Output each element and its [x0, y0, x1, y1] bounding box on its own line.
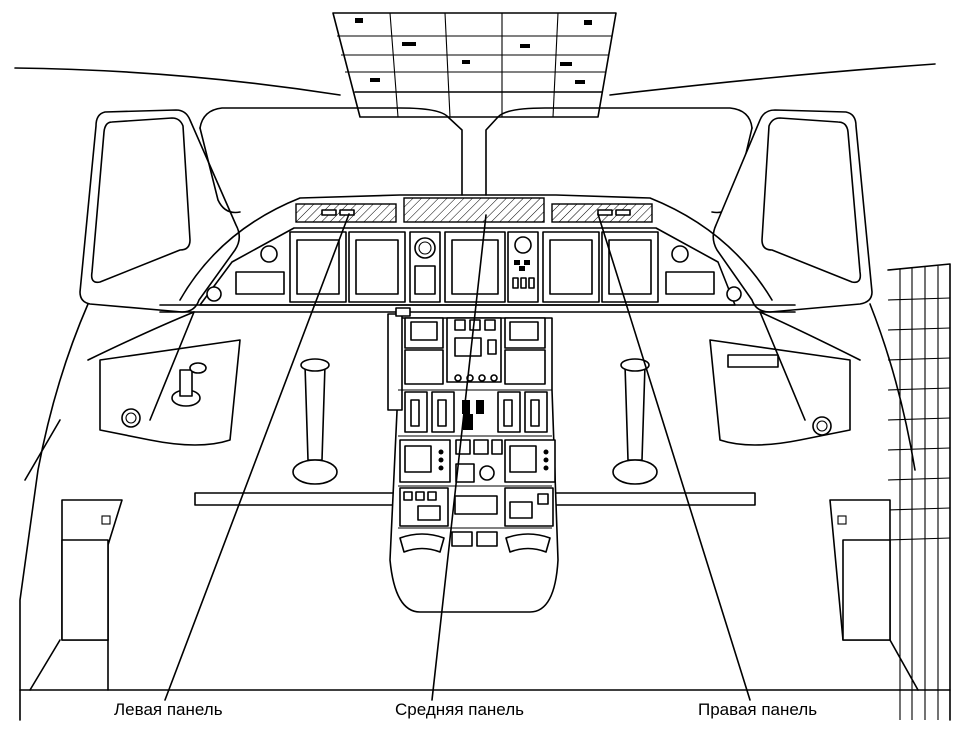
label-right-panel: Правая панель — [698, 700, 818, 719]
leader-line-middle — [431, 214, 487, 701]
label-middle-panel: Средняя панель — [395, 700, 524, 719]
leader-line-left — [164, 213, 350, 701]
right-seat-box — [829, 499, 891, 641]
label-left-panel: Левая панель — [114, 700, 223, 719]
left-control-column — [292, 358, 338, 485]
left-front-window — [199, 107, 449, 214]
right-side-console — [709, 339, 851, 446]
left-seat-box — [61, 499, 123, 641]
leader-line-right — [597, 213, 751, 701]
right-control-column — [612, 358, 658, 485]
leader-lines — [164, 213, 751, 701]
right-wall-grid — [887, 266, 951, 720]
right-side-window — [712, 109, 873, 313]
left-side-console — [99, 339, 241, 446]
overhead-panel — [332, 12, 617, 118]
center-pedestal — [387, 307, 559, 613]
main-instrument-panel — [199, 227, 742, 306]
left-side-window — [79, 109, 241, 313]
